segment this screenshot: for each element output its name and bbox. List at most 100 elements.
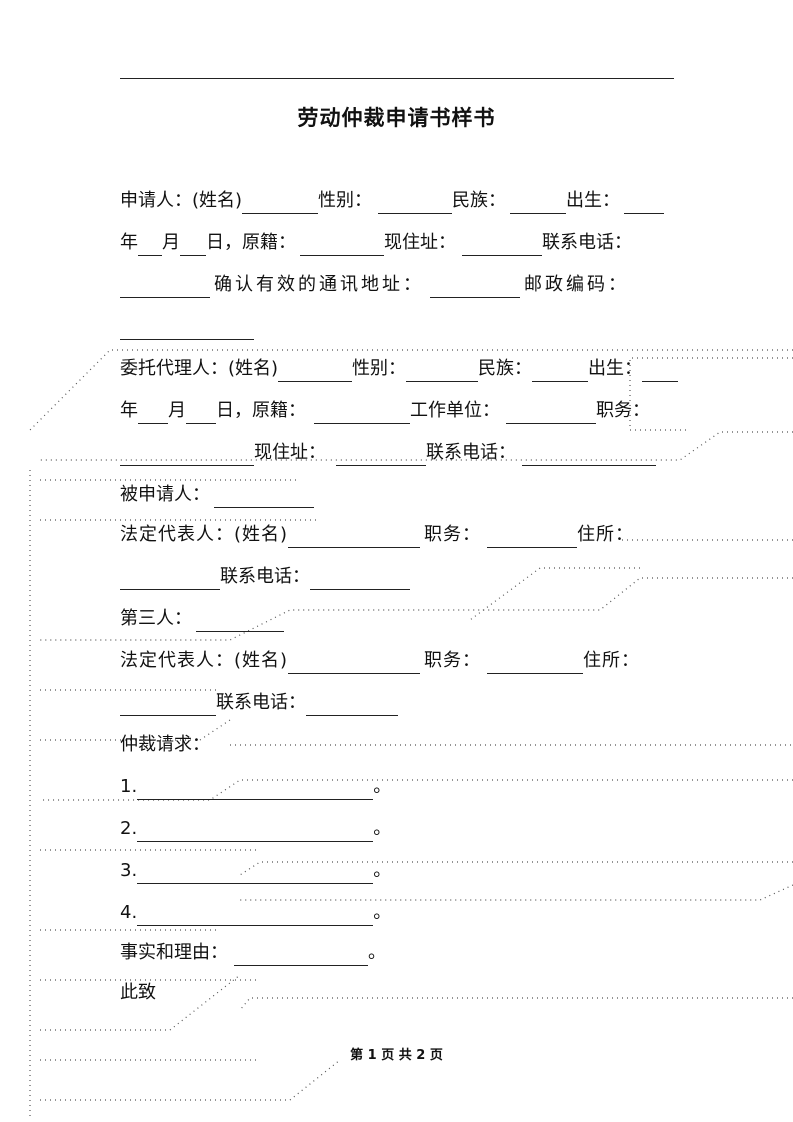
facts-line: 事实和理由： 。 xyxy=(120,938,680,968)
respondent-residence-field[interactable] xyxy=(120,567,220,590)
request-period: 。 xyxy=(373,860,392,881)
third-party-residence-label: 住所： xyxy=(583,650,641,671)
request-number: 3. xyxy=(120,860,138,881)
applicant-gender-label: 性别： xyxy=(318,190,373,211)
respondent-line-2: 法定代表人：(姓名)职务：住所： xyxy=(120,520,680,550)
applicant-ethnicity-field[interactable] xyxy=(510,191,567,214)
request-number: 1. xyxy=(120,776,138,797)
applicant-line-1: 申请人：(姓名)性别：民族：出生： xyxy=(120,186,680,216)
applicant-line-4 xyxy=(120,312,680,342)
applicant-birth-year-field[interactable] xyxy=(624,191,665,214)
applicant-confirm-address-field[interactable] xyxy=(430,275,520,298)
applicant-line-3: 确认有效的通讯地址： 邮政编码： xyxy=(120,270,680,300)
respondent-line-3: 联系电话： xyxy=(120,562,680,592)
request-item: 4. 。 xyxy=(120,898,680,928)
applicant-confirm-address-label: 确认有效的通讯地址： xyxy=(214,274,424,295)
third-party-line-3: 联系电话： xyxy=(120,688,680,718)
respondent-name-field[interactable] xyxy=(214,485,314,508)
agent-employer-label: 工作单位： xyxy=(410,400,500,421)
agent-day-field[interactable] xyxy=(186,401,216,424)
agent-line-2: 年月日，原籍：工作单位：职务： xyxy=(120,396,680,426)
request-number: 2. xyxy=(120,818,138,839)
applicant-phone-label: 联系电话： xyxy=(542,232,632,253)
closing-text: 此致 xyxy=(120,982,156,1003)
page-indicator: 第 1 页 共 2 页 xyxy=(350,1048,443,1063)
facts-field[interactable] xyxy=(234,943,368,966)
agent-birth-year-field[interactable] xyxy=(642,359,679,382)
agent-ethnicity-label: 民族： xyxy=(478,358,533,379)
applicant-origin-field[interactable] xyxy=(300,233,384,256)
applicant-month-field[interactable] xyxy=(138,233,162,256)
request-item: 1. 。 xyxy=(120,772,680,802)
applicant-name-field[interactable] xyxy=(242,191,319,214)
agent-origin-field[interactable] xyxy=(314,401,410,424)
respondent-line-1: 被申请人： xyxy=(120,480,680,510)
respondent-residence-label: 住所： xyxy=(577,524,635,545)
third-party-line-1: 第三人： xyxy=(120,604,680,634)
request-number: 4. xyxy=(120,902,138,923)
respondent-phone-field[interactable] xyxy=(310,567,410,590)
agent-address-label: 现住址： xyxy=(254,442,326,463)
agent-name-field[interactable] xyxy=(278,359,353,382)
agent-label: 委托代理人： xyxy=(120,358,228,379)
request-field[interactable] xyxy=(137,861,374,884)
applicant-address-label: 现住址： xyxy=(384,232,456,253)
request-field[interactable] xyxy=(137,777,374,800)
agent-month-field[interactable] xyxy=(138,401,168,424)
requests-label: 仲裁请求： xyxy=(120,734,210,755)
agent-line-1: 委托代理人：(姓名)性别：民族：出生： xyxy=(120,354,680,384)
agent-position-label: 职务： xyxy=(596,400,650,421)
applicant-year-label: 年 xyxy=(120,232,138,253)
respondent-position-label: 职务： xyxy=(424,524,482,545)
third-party-residence-field[interactable] xyxy=(120,693,216,716)
applicant-origin-label: 日，原籍： xyxy=(206,232,296,253)
applicant-postcode-field[interactable] xyxy=(120,317,254,340)
respondent-label: 被申请人： xyxy=(120,484,210,505)
agent-month-label: 月 xyxy=(168,400,186,421)
applicant-ethnicity-label: 民族： xyxy=(452,190,507,211)
applicant-month-label: 月 xyxy=(162,232,180,253)
respondent-position-field[interactable] xyxy=(487,525,578,548)
request-field[interactable] xyxy=(137,903,374,926)
request-period: 。 xyxy=(373,776,392,797)
document-title: 劳动仲裁申请书样书 xyxy=(297,106,496,130)
respondent-rep-name-field[interactable] xyxy=(288,525,421,548)
request-field[interactable] xyxy=(137,819,374,842)
respondent-phone-label: 联系电话： xyxy=(220,566,310,587)
requests-heading: 仲裁请求： xyxy=(120,730,680,760)
applicant-gender-field[interactable] xyxy=(378,191,453,214)
request-period: 。 xyxy=(373,818,392,839)
request-item: 3. 。 xyxy=(120,856,680,886)
third-party-name-field[interactable] xyxy=(196,609,284,632)
facts-label: 事实和理由： xyxy=(120,942,228,963)
applicant-address-field[interactable] xyxy=(462,233,542,256)
agent-phone-label: 联系电话： xyxy=(426,442,516,463)
agent-phone-field[interactable] xyxy=(522,443,656,466)
request-period: 。 xyxy=(373,902,392,923)
third-party-line-2: 法定代表人：(姓名)职务：住所： xyxy=(120,646,680,676)
agent-gender-field[interactable] xyxy=(406,359,479,382)
third-party-phone-field[interactable] xyxy=(306,693,398,716)
agent-employer-field[interactable] xyxy=(506,401,596,424)
third-party-position-field[interactable] xyxy=(487,651,584,674)
third-party-label: 第三人： xyxy=(120,608,192,629)
applicant-label: 申请人： xyxy=(120,190,192,211)
agent-line-3: 现住址： 联系电话： xyxy=(120,438,680,468)
agent-ethnicity-field[interactable] xyxy=(532,359,589,382)
applicant-day-field[interactable] xyxy=(180,233,206,256)
facts-period: 。 xyxy=(368,942,386,963)
third-party-rep-label: 法定代表人： xyxy=(120,650,234,671)
request-item: 2. 。 xyxy=(120,814,680,844)
agent-name-label: (姓名) xyxy=(228,358,279,379)
applicant-postcode-label: 邮政编码： xyxy=(524,274,629,295)
respondent-rep-name-label: (姓名) xyxy=(234,524,289,545)
third-party-rep-name-field[interactable] xyxy=(288,651,421,674)
applicant-birth-label: 出生： xyxy=(566,190,621,211)
applicant-line-2: 年 月 日，原籍： 现住址： 联系电话： xyxy=(120,228,680,258)
applicant-phone-field[interactable] xyxy=(120,275,210,298)
agent-position-field[interactable] xyxy=(120,443,254,466)
third-party-position-label: 职务： xyxy=(424,650,482,671)
agent-address-field[interactable] xyxy=(336,443,426,466)
